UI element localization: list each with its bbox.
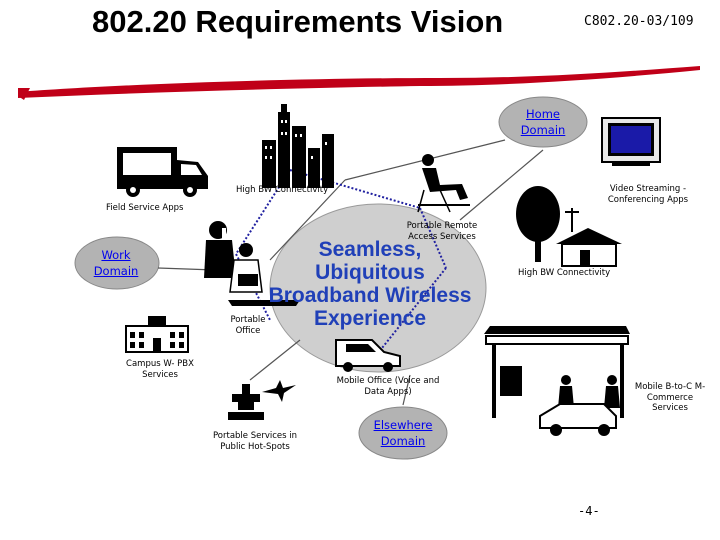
brush-stroke-decoration <box>18 66 700 100</box>
video-streaming-label: Video Streaming - Conferencing Apps <box>598 184 698 205</box>
campus-label: Campus W- PBX Services <box>112 359 208 380</box>
mobile-office-label: Mobile Office (Voice and Data Apps) <box>336 376 440 397</box>
center-message: Seamless, Ubiquitous Broadband Wireless … <box>240 238 500 330</box>
page-title: 802.20 Requirements Vision <box>92 4 503 40</box>
gas-station-icon <box>484 326 630 436</box>
page-number: -4- <box>578 504 600 518</box>
van-icon <box>117 147 208 197</box>
mobile-commerce-label: Mobile B-to-C M-Commerce Services <box>634 382 706 414</box>
tree-icon <box>516 186 560 262</box>
document-number: C802.20-03/109 <box>584 14 694 29</box>
center-line-3: Broadband Wireless <box>240 284 500 307</box>
house-icon <box>556 208 622 266</box>
center-line-4: Experience <box>240 307 500 330</box>
campus-building-icon <box>126 316 188 352</box>
city-skyline-icon <box>262 104 334 188</box>
portable-remote-label: Portable Remote Access Services <box>398 221 486 242</box>
elsewhere-domain-label[interactable]: Elsewhere Domain <box>360 418 446 449</box>
woman-with-phone-icon <box>204 221 236 278</box>
portable-hotspots-label: Portable Services in Public Hot-Spots <box>206 431 304 452</box>
work-domain-label[interactable]: Work Domain <box>80 248 152 279</box>
high-bw-right-label: High BW Connectivity <box>518 268 610 279</box>
high-bw-left-label: High BW Connectivity <box>236 185 328 196</box>
television-icon <box>602 118 660 166</box>
airport-icon <box>228 380 296 420</box>
home-domain-label[interactable]: Home Domain <box>507 107 579 138</box>
person-in-chair-icon <box>418 154 470 212</box>
field-service-label: Field Service Apps <box>106 203 183 214</box>
center-line-2: Ubiquitous <box>240 261 500 284</box>
portable-office-label: Portable Office <box>226 315 270 336</box>
